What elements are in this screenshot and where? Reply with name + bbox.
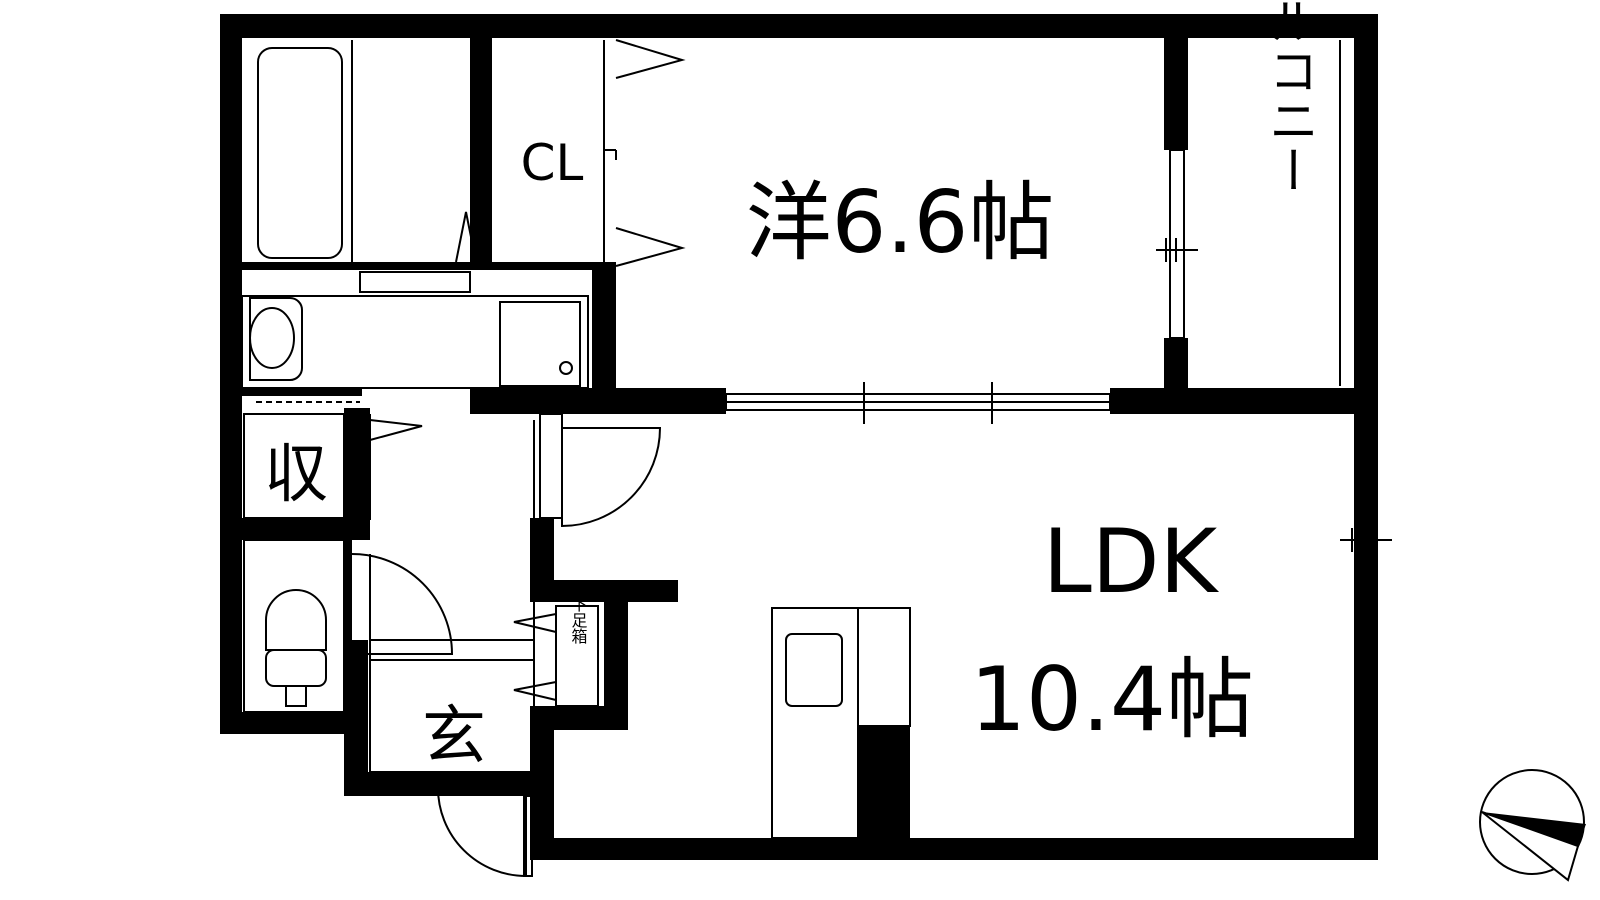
storage-label: 収 (264, 438, 328, 512)
bathtub-icon (257, 47, 343, 259)
toilet-icon (265, 589, 327, 651)
western-room-label: 洋6.6帖 (746, 173, 1055, 273)
closet-label: CL (521, 134, 584, 192)
ldk-size-label: 10.4帖 (970, 648, 1254, 751)
compass-icon (1479, 769, 1586, 882)
walls (220, 14, 1378, 860)
washing-machine-pan (499, 301, 581, 387)
ldk-label: LDK (1043, 510, 1220, 613)
washbasin-icon (249, 297, 303, 381)
shoe-box-label: 下足箱 (569, 596, 588, 644)
fixtures (241, 38, 1392, 878)
balcony-label: バルコニー (1261, 0, 1319, 195)
entrance-label: 玄 (422, 700, 486, 774)
kitchen-sink-icon (785, 633, 843, 707)
